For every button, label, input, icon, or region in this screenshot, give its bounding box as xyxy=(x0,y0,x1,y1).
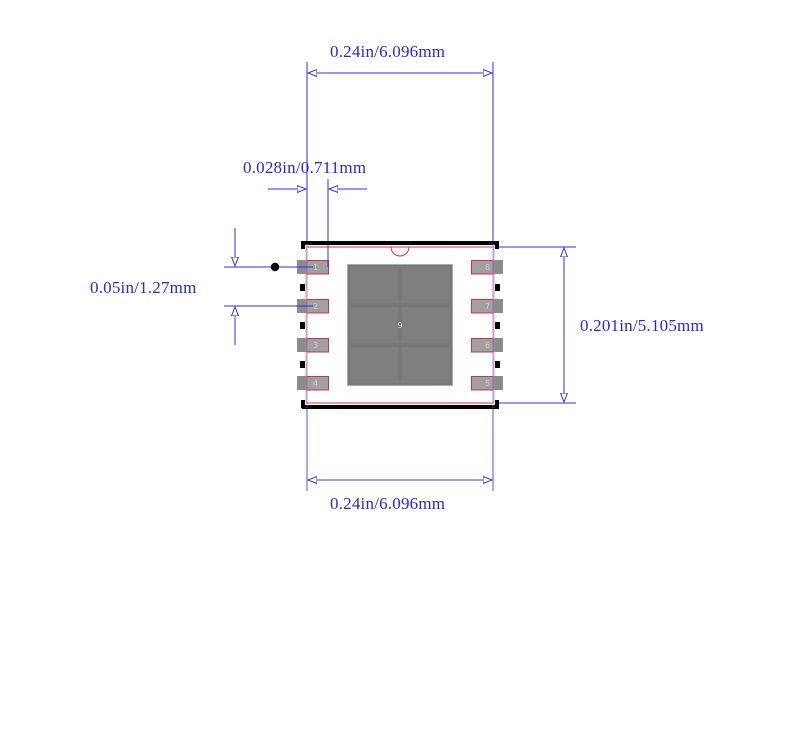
pad-label: 5 xyxy=(485,379,490,388)
silkscreen-tick xyxy=(300,322,305,329)
top-width-label: 0.24in/6.096mm xyxy=(330,42,446,61)
pin1-notch-icon xyxy=(390,246,410,257)
top-width-dimension xyxy=(306,62,494,244)
body-height-label: 0.201in/5.105mm xyxy=(580,316,704,335)
silkscreen-top-bar xyxy=(302,241,499,245)
pitch-dimension xyxy=(224,228,313,345)
silkscreen-tick xyxy=(300,361,305,368)
silkscreen-tick xyxy=(300,284,305,291)
pad-width-dimension xyxy=(268,179,367,267)
silkscreen-top-left-corner xyxy=(301,241,305,249)
silkscreen-tick xyxy=(495,322,500,329)
thermal-tile xyxy=(402,347,450,383)
thermal-tile xyxy=(402,267,450,303)
pad-3[interactable]: 3 xyxy=(297,338,329,353)
silkscreen-bottom-right-corner xyxy=(495,400,499,406)
pad-label: 7 xyxy=(485,302,490,311)
right-pads: 8 7 6 5 xyxy=(471,260,503,391)
pad-label: 9 xyxy=(398,321,403,330)
pad-label: 1 xyxy=(313,263,318,272)
pad-6[interactable]: 6 xyxy=(471,338,503,353)
thermal-pad-9[interactable]: 9 xyxy=(347,264,453,386)
pad-8[interactable]: 8 xyxy=(471,260,503,275)
silkscreen-bottom-left-corner xyxy=(301,400,305,408)
thermal-tile xyxy=(350,307,398,343)
pad-label: 2 xyxy=(313,302,318,311)
pad-4[interactable]: 4 xyxy=(297,376,329,391)
silkscreen-tick xyxy=(495,284,500,291)
body-height-dimension xyxy=(495,246,576,404)
silkscreen-bottom-bar xyxy=(302,405,499,409)
thermal-tile xyxy=(402,307,450,343)
pad-label: 3 xyxy=(313,341,318,350)
pad-label: 4 xyxy=(313,379,318,388)
pad-5[interactable]: 5 xyxy=(471,376,503,391)
bottom-width-label: 0.24in/6.096mm xyxy=(330,494,446,513)
pin1-marker-dot-icon xyxy=(270,262,280,272)
pad-width-label: 0.028in/0.711mm xyxy=(243,158,367,177)
pad-label: 6 xyxy=(485,341,490,350)
pad-label: 8 xyxy=(485,263,490,272)
thermal-tile xyxy=(350,267,398,303)
thermal-tile xyxy=(350,347,398,383)
pitch-label: 0.05in/1.27mm xyxy=(90,278,197,297)
silkscreen-top-right-corner xyxy=(495,243,499,249)
pad-7[interactable]: 7 xyxy=(471,299,503,314)
silkscreen-tick xyxy=(495,361,500,368)
left-pads: 1 2 3 4 xyxy=(297,260,329,391)
bottom-width-dimension xyxy=(306,408,494,491)
